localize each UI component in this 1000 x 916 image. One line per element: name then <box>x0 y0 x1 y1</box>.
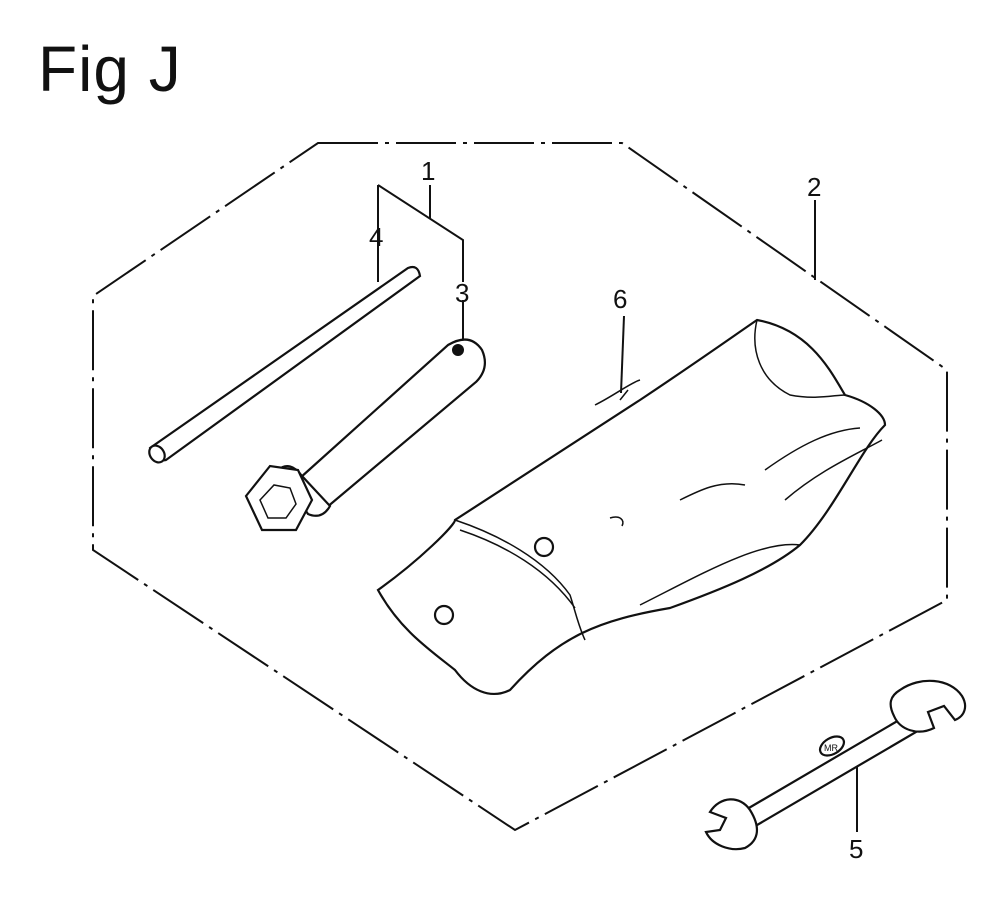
callout-5: 5 <box>849 834 863 864</box>
leader-lines <box>377 184 858 832</box>
callout-1: 1 <box>421 156 435 186</box>
callout-3: 3 <box>455 278 469 308</box>
kit-boundary <box>92 142 948 832</box>
figure-title: Fig J <box>38 33 182 105</box>
tommy-bar <box>148 265 422 464</box>
plug-wrench <box>244 338 487 532</box>
spanner: MR <box>704 679 967 851</box>
callout-4: 4 <box>369 222 383 252</box>
tool-bag <box>376 318 887 695</box>
callout-6: 6 <box>613 284 627 314</box>
callout-2: 2 <box>807 172 821 202</box>
spanner-stamp: MR <box>824 743 838 753</box>
